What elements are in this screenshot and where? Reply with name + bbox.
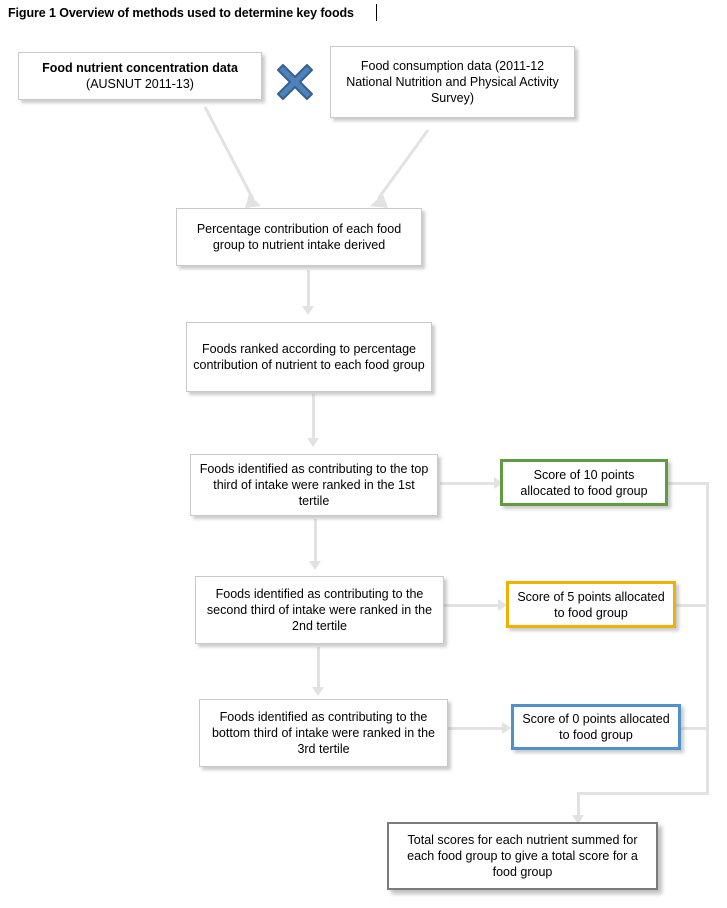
node-foods-ranked[interactable]: Foods ranked according to percentage con…: [186, 322, 432, 392]
connector-tertile1-to-score10: [440, 482, 498, 485]
connector-score10-to-bus: [668, 482, 709, 485]
connector-bus-vertical: [706, 482, 709, 795]
arrowhead-percentage-to-ranked: [302, 306, 314, 315]
arrowhead-ranked-to-tertile1: [307, 438, 319, 447]
node-tertile-3[interactable]: Foods identified as contributing to the …: [199, 699, 448, 767]
node-food-nutrient-data-line1: Food nutrient concentration data: [42, 61, 238, 75]
node-total-score-label: Total scores for each nutrient summed fo…: [407, 833, 638, 879]
node-food-consumption-data[interactable]: Food consumption data (2011-12 National …: [330, 46, 575, 118]
arrowhead-tertile2-to-tertile3: [312, 687, 324, 696]
connector-score5-to-bus: [676, 604, 709, 607]
connector-tertile2-to-score5: [444, 604, 500, 607]
node-score-5[interactable]: Score of 5 points allocated to food grou…: [506, 581, 676, 628]
connector-score0-to-bus: [681, 727, 709, 730]
arrowhead-tertile1-to-tertile2: [309, 561, 321, 570]
connector-ranked-to-tertile1: [312, 394, 315, 440]
node-food-consumption-data-label: Food consumption data (2011-12 National …: [346, 59, 559, 105]
figure-title: Figure 1 Overview of methods used to det…: [8, 6, 354, 20]
connector-percentage-to-ranked: [307, 270, 310, 308]
node-tertile-1[interactable]: Foods identified as contributing to the …: [190, 454, 438, 516]
node-foods-ranked-label: Foods ranked according to percentage con…: [193, 342, 425, 372]
node-total-score[interactable]: Total scores for each nutrient summed fo…: [387, 822, 658, 890]
node-percentage-contribution[interactable]: Percentage contribution of each food gro…: [176, 208, 422, 266]
node-percentage-contribution-label: Percentage contribution of each food gro…: [196, 222, 402, 252]
node-tertile-2[interactable]: Foods identified as contributing to the …: [195, 576, 444, 644]
node-score-0[interactable]: Score of 0 points allocated to food grou…: [511, 704, 681, 750]
arrowhead-bus-to-total: [572, 815, 584, 824]
text-cursor: [376, 4, 377, 21]
node-tertile-2-label: Foods identified as contributing to the …: [206, 587, 433, 633]
node-score-10[interactable]: Score of 10 points allocated to food gro…: [500, 459, 668, 506]
connector-bus-down-to-total: [577, 792, 580, 817]
connector-tertile1-to-tertile2: [314, 519, 317, 563]
node-tertile-3-label: Foods identified as contributing to the …: [211, 710, 436, 756]
multiply-x-icon: [275, 62, 315, 102]
node-score-10-label: Score of 10 points allocated to food gro…: [520, 467, 648, 498]
node-tertile-1-label: Foods identified as contributing to the …: [199, 462, 429, 508]
node-food-nutrient-data-line2: (AUSNUT 2011-13): [86, 77, 194, 91]
arrowhead-tertile2-to-score5: [498, 599, 507, 611]
connector-tertile2-to-tertile3: [317, 647, 320, 689]
node-score-0-label: Score of 0 points allocated to food grou…: [522, 712, 670, 742]
node-food-nutrient-data[interactable]: Food nutrient concentration data (AUSNUT…: [18, 52, 262, 100]
arrowhead-tertile1-to-score10: [494, 477, 503, 489]
connector-bus-to-total: [577, 792, 709, 795]
arrowhead-tertile3-to-score0: [502, 722, 511, 734]
node-score-5-label: Score of 5 points allocated to food grou…: [517, 589, 665, 620]
connector-tertile3-to-score0: [448, 727, 505, 730]
